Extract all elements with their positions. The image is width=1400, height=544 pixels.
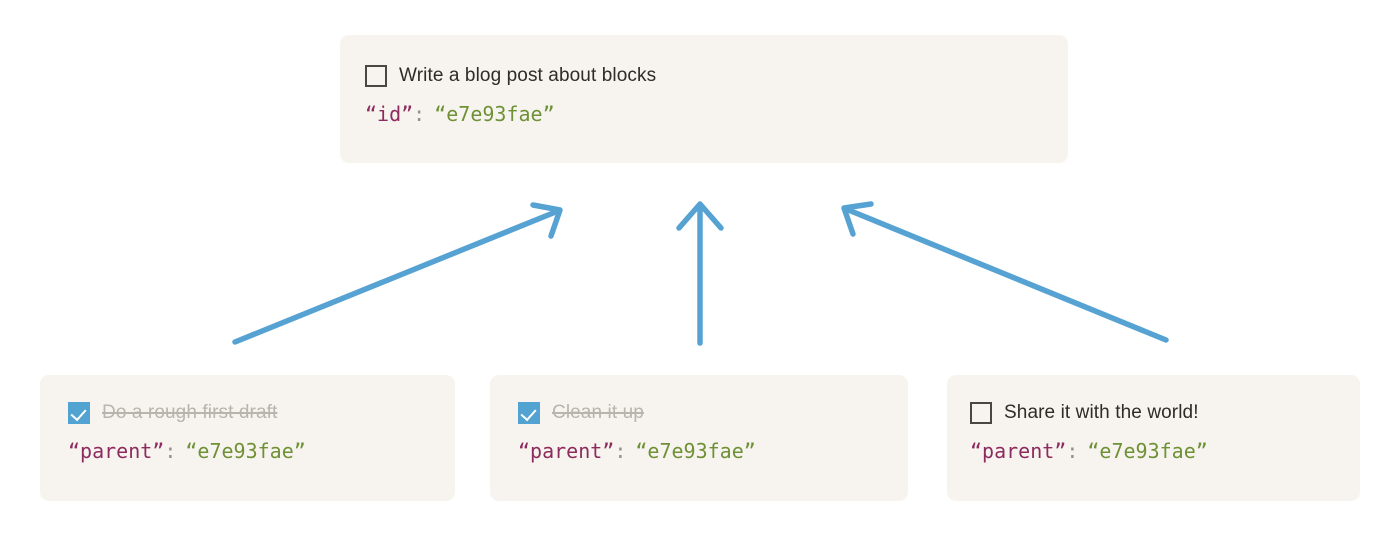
- code-key: “parent”: [518, 439, 615, 463]
- parent-block-card[interactable]: Write a blog post about blocks “id”: “e7e…: [340, 35, 1068, 163]
- parent-block-code: “id”: “e7e93fae”: [365, 102, 1068, 126]
- child-block-1-title: Do a rough first draft: [102, 402, 278, 423]
- child-2-todo-line: Clean it up: [518, 400, 908, 426]
- child-block-3-title: Share it with the world!: [1004, 402, 1199, 423]
- arrow-child-2-to-parent: [676, 201, 724, 346]
- child-block-card-1[interactable]: Do a rough first draft “parent”: “e7e93fa…: [40, 375, 455, 501]
- checkbox-checked-icon[interactable]: [518, 402, 540, 424]
- code-key: “parent”: [970, 439, 1067, 463]
- code-key: “id”: [365, 102, 414, 126]
- code-value: “e7e93fae”: [1087, 439, 1208, 463]
- code-value: “e7e93fae”: [185, 439, 306, 463]
- code-separator: :: [164, 439, 177, 463]
- checkbox-checked-icon[interactable]: [68, 402, 90, 424]
- child-block-2-code: “parent”: “e7e93fae”: [518, 439, 908, 463]
- child-block-1-code: “parent”: “e7e93fae”: [68, 439, 455, 463]
- child-block-card-2[interactable]: Clean it up “parent”: “e7e93fae”: [490, 375, 908, 501]
- code-value: “e7e93fae”: [434, 102, 555, 126]
- child-3-todo-line: Share it with the world!: [970, 400, 1360, 426]
- checkbox-empty-icon[interactable]: [365, 65, 387, 87]
- code-separator: :: [413, 102, 426, 126]
- checkbox-empty-icon[interactable]: [970, 402, 992, 424]
- arrow-child-1-to-parent: [232, 202, 563, 345]
- arrow-child-3-to-parent: [841, 201, 1169, 343]
- child-block-2-title: Clean it up: [552, 402, 644, 423]
- child-1-todo-line: Do a rough first draft: [68, 400, 455, 426]
- child-block-card-3[interactable]: Share it with the world! “parent”: “e7e93…: [947, 375, 1360, 501]
- code-value: “e7e93fae”: [635, 439, 756, 463]
- child-block-3-code: “parent”: “e7e93fae”: [970, 439, 1360, 463]
- parent-block-title: Write a blog post about blocks: [399, 65, 657, 86]
- code-key: “parent”: [68, 439, 165, 463]
- code-separator: :: [1066, 439, 1079, 463]
- parent-todo-line: Write a blog post about blocks: [365, 63, 1068, 89]
- code-separator: :: [614, 439, 627, 463]
